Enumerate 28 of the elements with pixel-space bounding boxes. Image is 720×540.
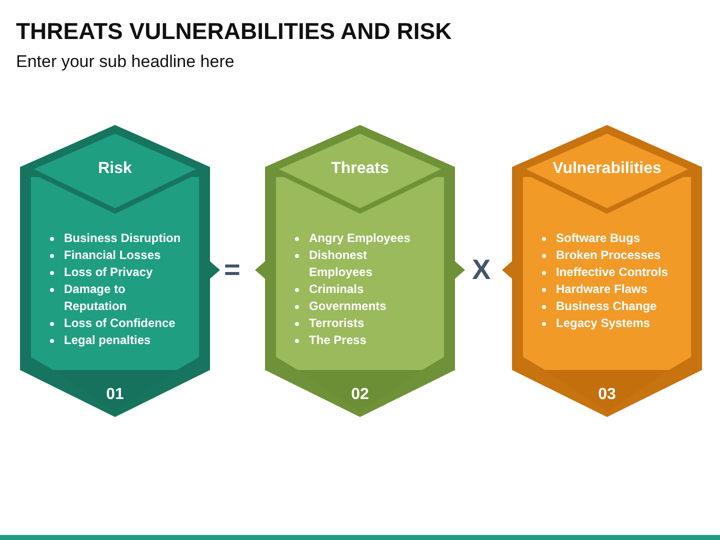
bullet-text: The Press [309, 332, 368, 349]
title: THREATS VULNERABILITIES AND RISK [16, 17, 452, 46]
operator-symbol: = [224, 256, 240, 284]
bullet-text: Business Change [556, 298, 658, 315]
step-number: 02 [350, 387, 370, 403]
operator-symbol: X [472, 256, 491, 284]
bullet-text: Financial Losses [64, 247, 162, 264]
bullet-text: Software Bugs [556, 230, 642, 247]
bullet-text: Governments [309, 298, 388, 315]
bullet-text: Loss of Confidence [64, 315, 176, 332]
bullet-text: Ineffective Controls [556, 264, 670, 281]
bullet-text: Damage to Reputation [64, 281, 128, 315]
card-heading: Threats [330, 161, 390, 177]
bullet-text: Legacy Systems [556, 315, 652, 332]
bullet-text: Hardware Flaws [556, 281, 648, 298]
bullet-text: Loss of Privacy [64, 264, 154, 281]
bullet-text: Criminals [309, 281, 365, 298]
subtitle: Enter your sub headline here [16, 51, 234, 73]
bullet-text: Broken Processes [556, 247, 662, 264]
card-heading: Vulnerabilities [552, 161, 662, 177]
bullet-text: Dishonest Employees [309, 247, 374, 281]
step-number: 03 [597, 387, 617, 403]
bullet-text: Terrorists [309, 315, 366, 332]
card-heading: Risk [97, 161, 133, 177]
bullet-text: Angry Employees [309, 230, 412, 247]
bullet-text: Legal penalties [64, 332, 152, 349]
bullet-text: Business Disruption [64, 230, 182, 247]
step-number: 01 [105, 387, 125, 403]
